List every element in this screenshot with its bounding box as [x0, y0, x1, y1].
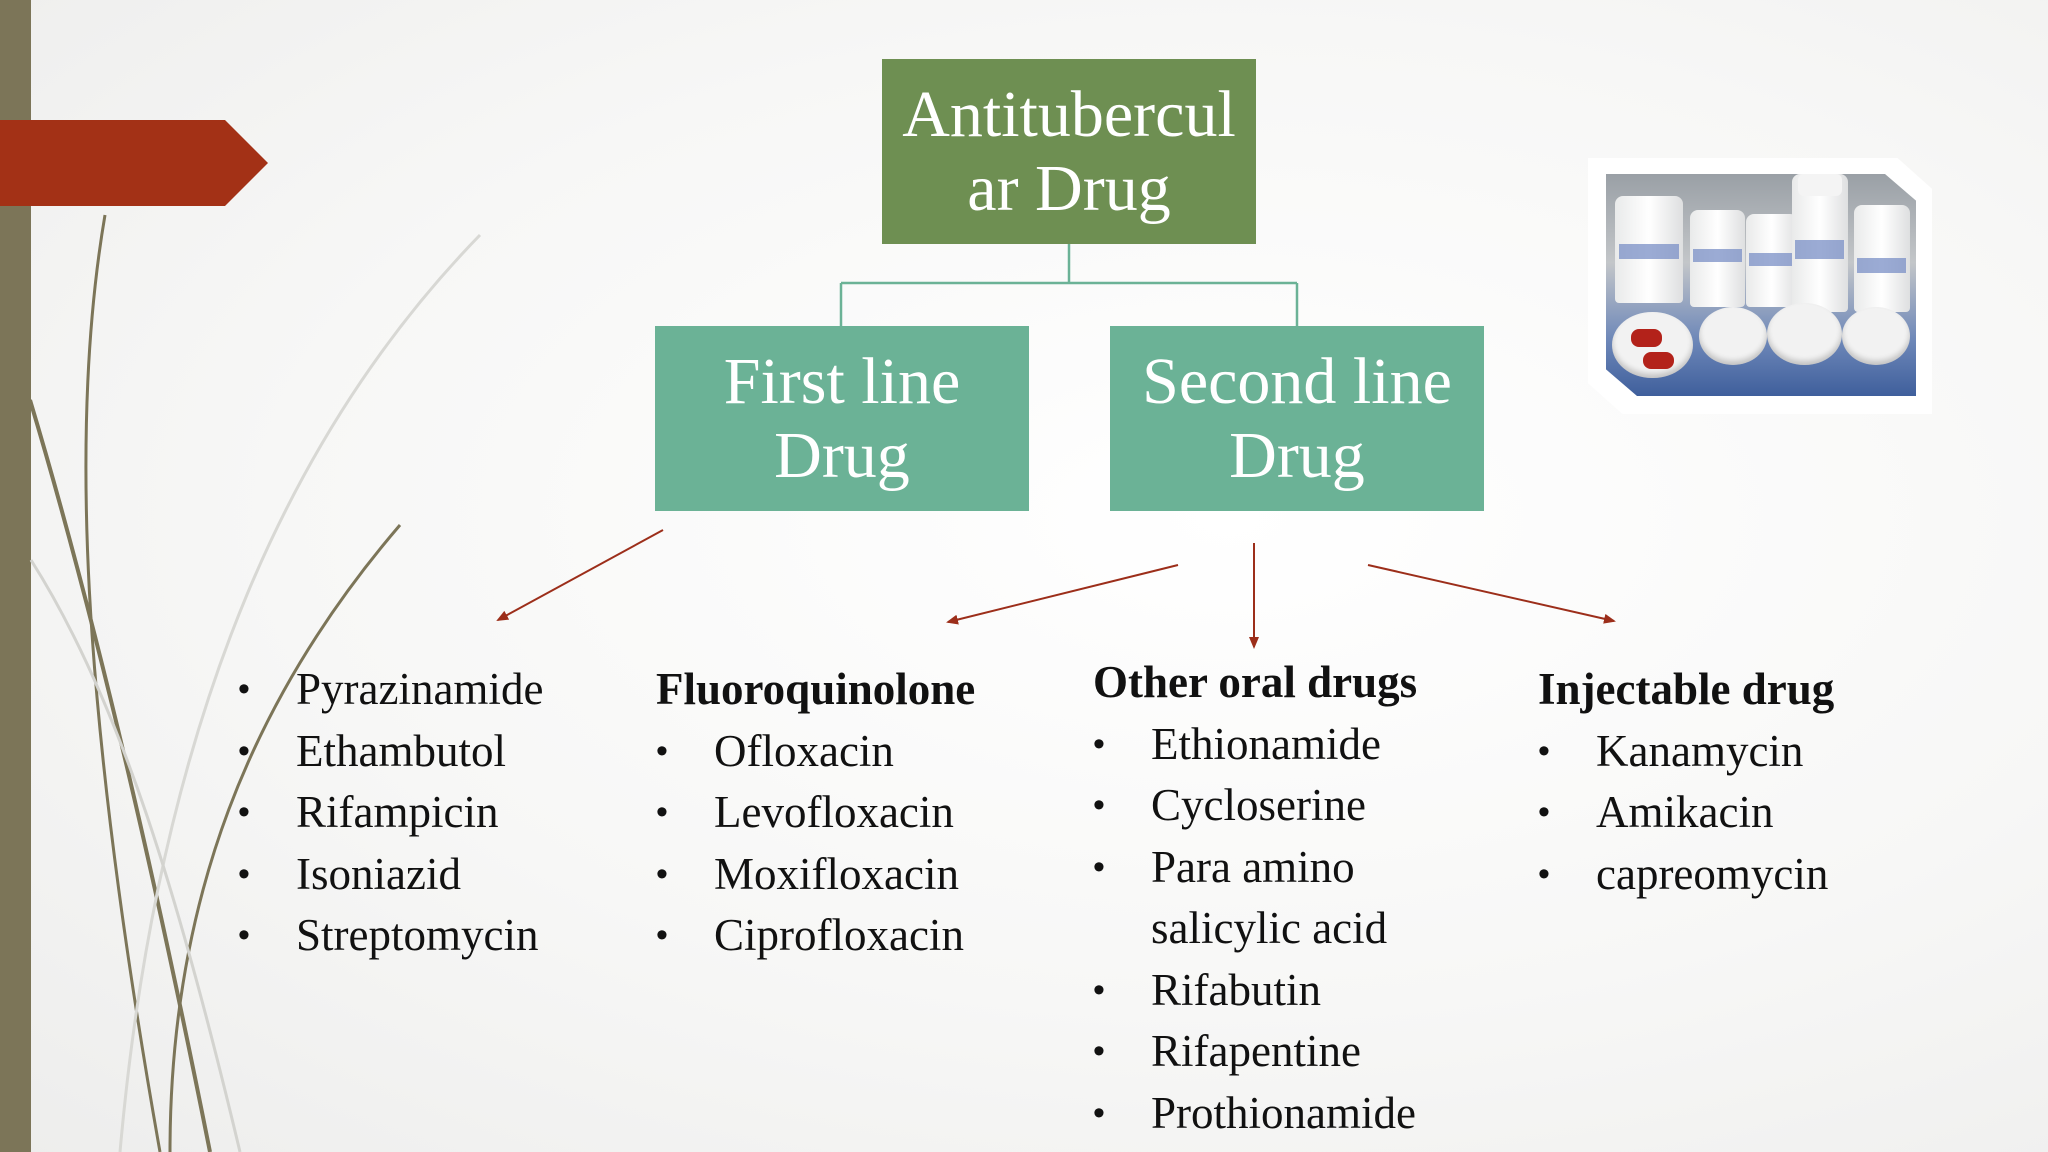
node-first-line-drug: First line Drug — [655, 326, 1029, 511]
list-item: Rifabutin — [1093, 960, 1393, 1022]
list-item: Kanamycin — [1538, 721, 1834, 783]
list-item: Prothionamide — [1093, 1083, 1416, 1145]
list-item: Ethionamide — [1093, 714, 1393, 776]
list-item: Streptomycin — [238, 905, 543, 967]
drug-bottles-photo — [1588, 158, 1932, 414]
list-item: Rifapentine — [1093, 1021, 1393, 1083]
list-item: Amikacin — [1538, 782, 1834, 844]
other-oral-heading: Other oral drugs — [1093, 657, 1418, 707]
decorative-curves — [28, 214, 482, 1152]
list-item: Para amino salicylic acid — [1093, 837, 1393, 960]
root-node-label: Antitubercul ar Drug — [902, 77, 1236, 225]
list-item: Pyrazinamide — [238, 659, 543, 721]
first-line-label: First line Drug — [723, 344, 961, 492]
injectable-drug-group: Injectable drug Kanamycin Amikacin capre… — [1538, 659, 1834, 905]
arrow-first-line — [496, 529, 664, 621]
list-item: Ofloxacin — [656, 721, 975, 783]
node-second-line-drug: Second line Drug — [1110, 326, 1484, 511]
list-item: Ethambutol — [238, 721, 543, 783]
fluoroquinolone-heading: Fluoroquinolone — [656, 664, 976, 714]
list-item: Moxifloxacin — [656, 844, 975, 906]
other-oral-drugs-group: Other oral drugs Ethionamide Cycloserine… — [1093, 652, 1417, 1144]
arrow-fluoroquinolone — [946, 564, 1179, 625]
list-item: Isoniazid — [238, 844, 543, 906]
red-arrow-shape — [0, 120, 268, 206]
list-item: capreomycin — [1538, 844, 1834, 906]
list-item: Cycloserine — [1093, 775, 1393, 837]
list-item: Rifampicin — [238, 782, 543, 844]
fluoroquinolone-group: Fluoroquinolone Ofloxacin Levofloxacin M… — [656, 659, 975, 967]
root-node-antitubercular-drug: Antitubercul ar Drug — [882, 59, 1256, 244]
list-item: Ciprofloxacin — [656, 905, 975, 967]
first-line-drug-list: Pyrazinamide Ethambutol Rifampicin Isoni… — [238, 659, 543, 967]
injectable-heading: Injectable drug — [1538, 664, 1835, 714]
list-item: Levofloxacin — [656, 782, 975, 844]
arrow-injectable — [1367, 564, 1616, 624]
second-line-label: Second line Drug — [1142, 344, 1452, 492]
